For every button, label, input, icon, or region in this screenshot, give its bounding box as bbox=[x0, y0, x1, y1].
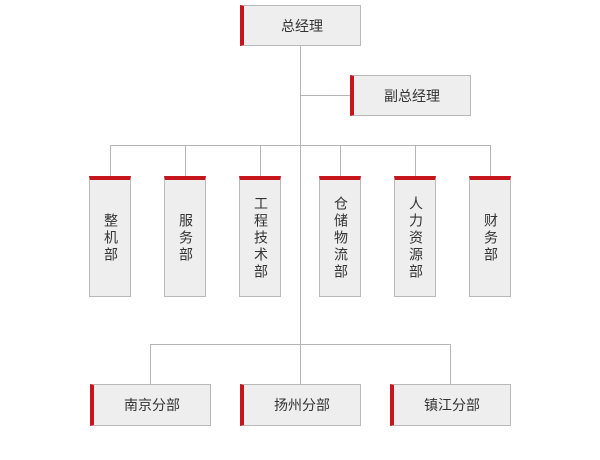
deputy-general-manager-label: 副总经理 bbox=[384, 88, 440, 105]
branch-box: 南京分部 bbox=[90, 384, 211, 426]
branch-label: 扬州分部 bbox=[274, 398, 330, 414]
department-label: 人力资源部 bbox=[407, 195, 423, 281]
general-manager-label: 总经理 bbox=[281, 18, 323, 35]
deputy-general-manager-box: 副总经理 bbox=[350, 75, 471, 116]
branch-label: 南京分部 bbox=[124, 398, 180, 414]
department-box: 财务部 bbox=[469, 176, 511, 297]
branch-box: 镇江分部 bbox=[390, 384, 511, 426]
general-manager-box: 总经理 bbox=[240, 5, 361, 46]
branch-box: 扬州分部 bbox=[240, 384, 361, 426]
department-label: 整机部 bbox=[102, 212, 118, 264]
department-label: 服务部 bbox=[177, 212, 193, 264]
department-box: 工程技术部 bbox=[239, 176, 281, 297]
department-box: 整机部 bbox=[89, 176, 131, 297]
department-box: 人力资源部 bbox=[394, 176, 436, 297]
department-box: 服务部 bbox=[164, 176, 206, 297]
department-label: 仓储物流部 bbox=[332, 195, 348, 281]
department-label: 工程技术部 bbox=[252, 195, 268, 281]
department-label: 财务部 bbox=[482, 212, 498, 264]
department-box: 仓储物流部 bbox=[319, 176, 361, 297]
branch-label: 镇江分部 bbox=[424, 398, 480, 414]
